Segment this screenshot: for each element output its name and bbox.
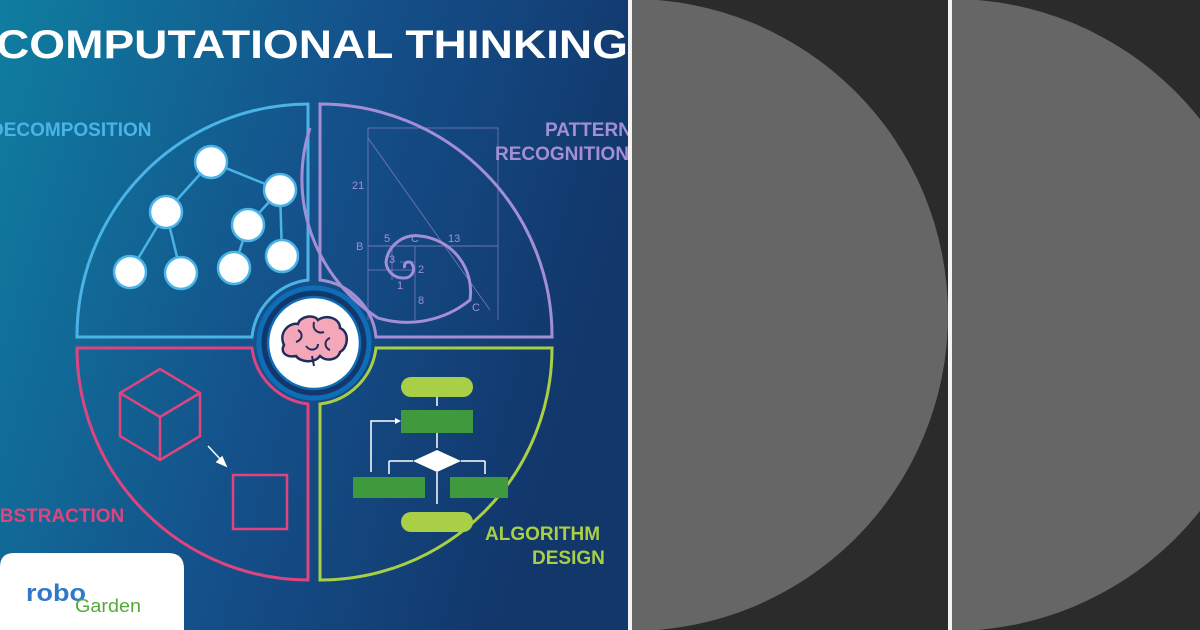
logo-badge bbox=[0, 553, 184, 630]
placeholder-circle-1 bbox=[632, 0, 948, 630]
placeholder-graphic-1 bbox=[632, 0, 948, 630]
square-icon bbox=[231, 473, 289, 531]
spiral-number-13: 13 bbox=[448, 233, 460, 245]
logo-garden: Garden bbox=[75, 596, 141, 616]
abstraction-quadrant bbox=[75, 346, 310, 582]
divider-right bbox=[948, 0, 952, 630]
spiral-number-5: 5 bbox=[384, 233, 390, 245]
pattern-recognition-label-line2: RECOGNITION bbox=[495, 144, 629, 165]
spiral-number-2: 2 bbox=[418, 264, 424, 276]
flowchart-icon bbox=[353, 377, 508, 532]
spiral-number-8: 8 bbox=[418, 295, 424, 307]
logo-robo: robo bbox=[26, 580, 86, 607]
arrow-icon bbox=[207, 445, 228, 468]
spiral-number-1: 1 bbox=[397, 280, 403, 292]
computational-thinking-infographic: COMPUTATIONAL THINKING DECOMPOSITION PAT… bbox=[0, 0, 630, 630]
decomposition-quadrant bbox=[75, 102, 310, 339]
decomposition-label: DECOMPOSITION bbox=[0, 120, 152, 141]
fibonacci-spiral-icon bbox=[300, 127, 499, 324]
infographic-title: COMPUTATIONAL THINKING bbox=[0, 23, 628, 67]
pattern-recognition-label-line1: PATTERN bbox=[545, 120, 630, 141]
spiral-letter-c: C bbox=[411, 233, 419, 245]
brain-icon bbox=[281, 315, 348, 367]
algorithm-design-label-line1: ALGORITHM bbox=[485, 524, 600, 545]
spiral-letter-c-lower: C bbox=[472, 302, 480, 314]
spiral-number-21: 21 bbox=[352, 180, 364, 192]
spiral-letter-b: B bbox=[356, 241, 363, 253]
placeholder-graphic-2 bbox=[952, 0, 1200, 630]
algorithm-design-quadrant bbox=[318, 346, 554, 582]
pattern-recognition-quadrant bbox=[318, 102, 554, 339]
algorithm-design-label-line2: DESIGN bbox=[532, 548, 605, 569]
placeholder-circle-2 bbox=[952, 0, 1200, 630]
cube-icon bbox=[118, 367, 202, 462]
divider-left bbox=[628, 0, 632, 630]
robogarden-logo: robo Garden bbox=[26, 580, 141, 616]
placeholder-panel-2 bbox=[952, 0, 1200, 630]
abstraction-label: ABSTRACTION bbox=[0, 506, 124, 527]
spiral-number-3: 3 bbox=[389, 254, 395, 266]
tree-graph-icon bbox=[112, 144, 300, 291]
infographic-canvas: COMPUTATIONAL THINKING DECOMPOSITION PAT… bbox=[0, 0, 630, 630]
placeholder-panel-1 bbox=[632, 0, 948, 630]
